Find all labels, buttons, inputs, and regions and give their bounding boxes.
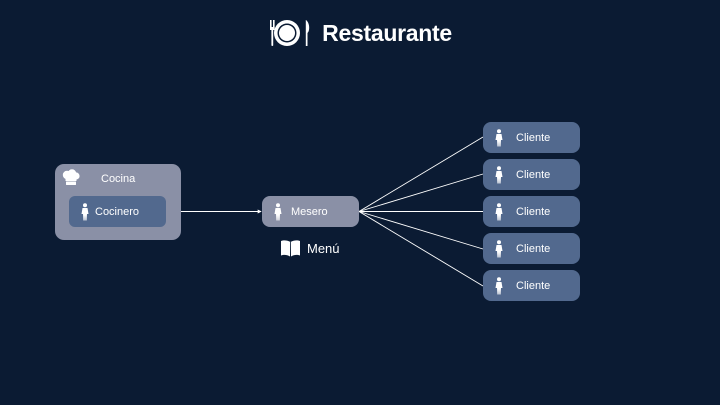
plate-cutlery-icon — [268, 18, 314, 48]
client-node: Cliente — [483, 233, 580, 264]
book-icon — [280, 239, 301, 257]
client-label: Cliente — [516, 242, 551, 255]
client-node: Cliente — [483, 122, 580, 153]
client-label: Cliente — [516, 205, 551, 218]
waiter-label: Mesero — [291, 205, 328, 218]
waiter-client-link-2 — [358, 173, 484, 212]
client-node: Cliente — [483, 159, 580, 190]
client-label: Cliente — [516, 168, 551, 181]
chef-hat-icon — [62, 169, 80, 191]
waiter-client-link-5 — [358, 211, 484, 287]
person-icon — [274, 202, 282, 221]
person-icon — [495, 202, 503, 221]
person-icon — [495, 165, 503, 184]
title-text: Restaurante — [322, 19, 452, 46]
cook-label: Cocinero — [95, 205, 140, 218]
client-node: Cliente — [483, 196, 580, 227]
waiter-client-link-1 — [358, 136, 484, 212]
menu-label: Menú — [307, 240, 340, 256]
diagram-title: Restaurante — [0, 16, 720, 50]
person-icon — [495, 276, 503, 295]
waiter-node: Mesero — [262, 196, 359, 227]
person-icon — [495, 128, 503, 147]
person-icon — [495, 239, 503, 258]
waiter-client-link-4 — [358, 211, 484, 250]
client-node: Cliente — [483, 270, 580, 301]
client-label: Cliente — [516, 279, 551, 292]
menu-item: Menú — [280, 238, 340, 258]
kitchen-label: Cocina — [101, 173, 136, 185]
client-label: Cliente — [516, 131, 551, 144]
person-icon — [81, 202, 89, 221]
cook-node: Cocinero — [69, 196, 166, 227]
